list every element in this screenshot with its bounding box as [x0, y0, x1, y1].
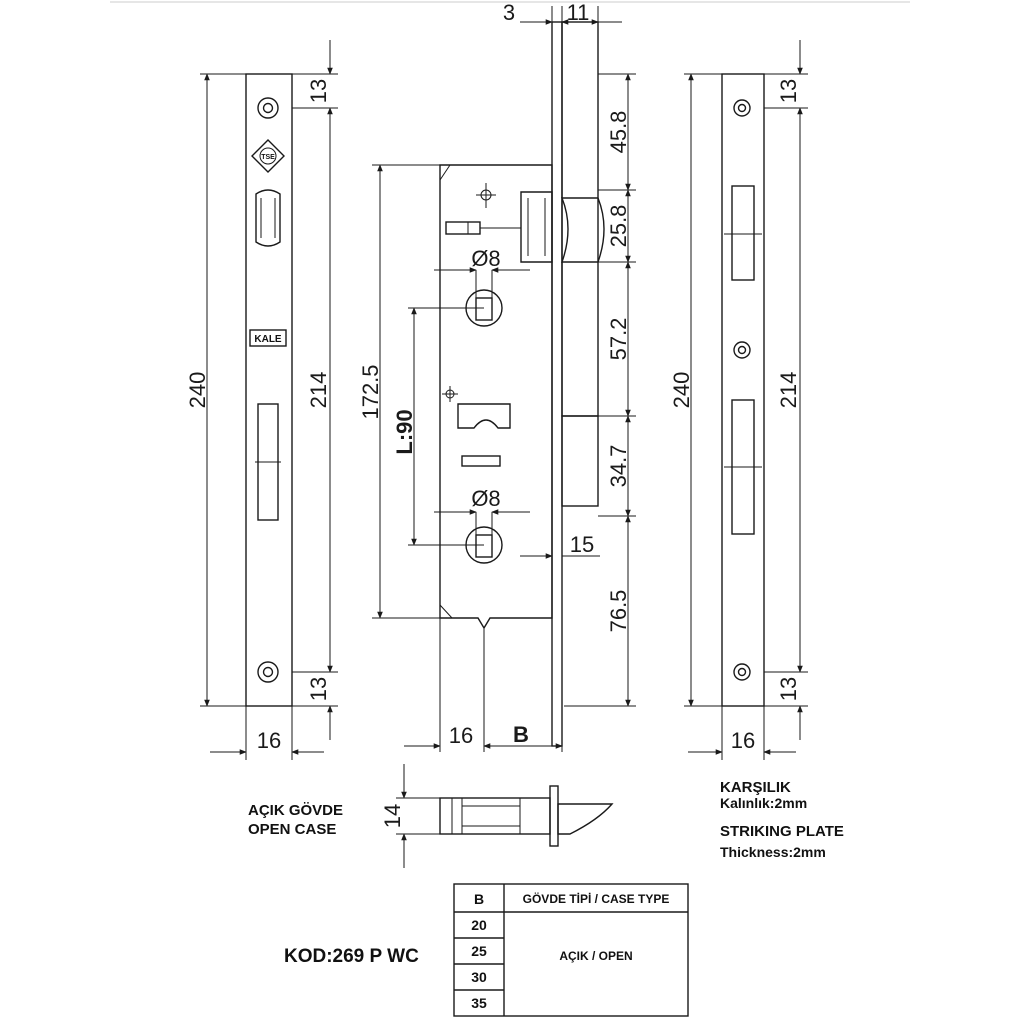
table-row-b: 25 [471, 943, 487, 959]
open-case-label-en: OPEN CASE [248, 821, 336, 838]
left-faceplate: TSE KALE [245, 73, 293, 707]
center-distance-dim: L:90 [392, 409, 417, 454]
right-top-margin-dim: 13 [776, 79, 801, 103]
backset-dim: B [513, 722, 529, 747]
segment-4-dim: 34.7 [606, 445, 631, 488]
open-case-thickness-dim: 14 [380, 804, 405, 828]
striking-plate-thickness-tr: Kalınlık:2mm [720, 795, 807, 811]
table-header-b: B [474, 891, 484, 907]
top-offset-dim: 3 [503, 0, 515, 25]
striking-plate-thickness-en: Thickness:2mm [720, 844, 826, 860]
top-width-dim: 11 [567, 0, 590, 25]
right-plate-width-dim: 16 [731, 728, 755, 753]
left-inner-dim: 214 [306, 372, 331, 409]
body-base-width-dim: 16 [449, 723, 473, 748]
segment-3-dim: 57.2 [606, 318, 631, 361]
right-height-dim: 240 [669, 372, 694, 409]
left-top-margin-dim: 13 [306, 79, 331, 103]
body-height-dim: 172.5 [358, 364, 383, 419]
screw-hole-icon [733, 99, 751, 117]
left-plate-width-dim: 16 [257, 728, 281, 753]
table-row-b: 30 [471, 969, 487, 985]
striking-plate-label-en: STRIKING PLATE [720, 823, 844, 840]
segment-2-dim: 25.8 [606, 205, 631, 248]
screw-hole-icon [257, 661, 279, 683]
tse-cert-icon: TSE [251, 139, 285, 173]
left-bottom-margin-dim: 13 [306, 677, 331, 701]
spindle-top-dim: Ø8 [471, 246, 500, 271]
table-row-b: 35 [471, 995, 487, 1011]
open-case-label-tr: AÇIK GÖVDE [248, 802, 343, 819]
table-row-b: 20 [471, 917, 487, 933]
tse-logo-text: TSE [261, 154, 275, 161]
left-dimensions: 240 214 13 13 16 [185, 40, 338, 760]
screw-hole-icon [733, 663, 751, 681]
product-code: KOD:269 P WC [284, 946, 419, 967]
segment-1-dim: 45.8 [606, 111, 631, 154]
right-inner-dim: 214 [776, 372, 801, 409]
screw-hole-icon [257, 97, 279, 119]
right-striking-plate [721, 73, 765, 707]
table-header-case-type: GÖVDE TİPİ / CASE TYPE [523, 891, 670, 906]
right-dimensions: 240 214 13 13 16 [669, 40, 808, 760]
table-case-type-value: AÇIK / OPEN [559, 949, 632, 963]
spindle-bottom-dim: Ø8 [471, 486, 500, 511]
open-case-section: 14 [380, 764, 614, 868]
front-gap-dim: 15 [570, 532, 594, 557]
left-height-dim: 240 [185, 372, 210, 409]
kale-logo-text: KALE [254, 334, 282, 345]
bolt-opening [255, 403, 281, 521]
latch-opening [731, 185, 755, 281]
latch-opening [255, 189, 281, 247]
screw-hole-icon [733, 341, 751, 359]
segment-5-dim: 76.5 [606, 590, 631, 633]
kale-logo-icon: KALE [249, 329, 287, 347]
center-dimensions: 3 11 45.8 25.8 57.2 34.7 76.5 172.5 L:90 [358, 0, 636, 752]
right-bottom-margin-dim: 13 [776, 677, 801, 701]
lock-body [439, 21, 605, 747]
striking-plate-label-tr: KARŞILIK [720, 779, 791, 796]
case-type-table: B GÖVDE TİPİ / CASE TYPE 20 25 30 35 AÇI… [453, 883, 689, 1017]
